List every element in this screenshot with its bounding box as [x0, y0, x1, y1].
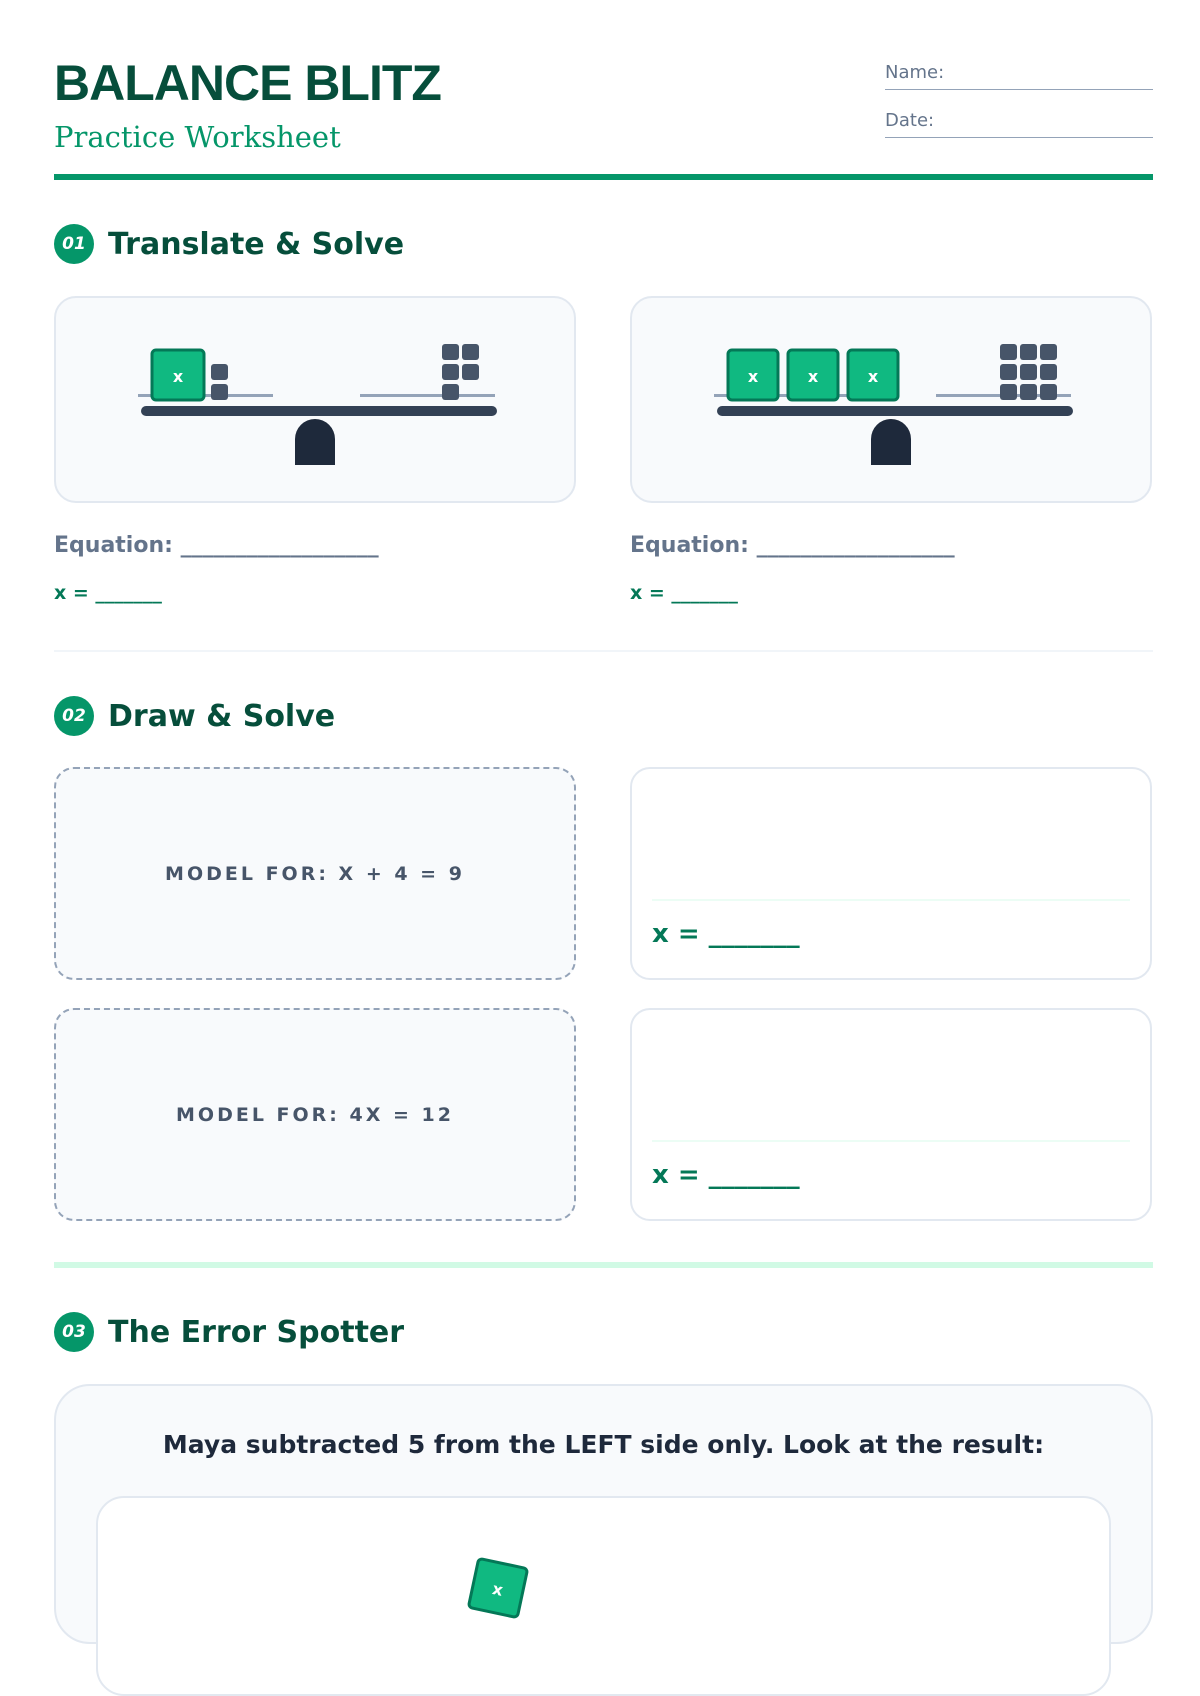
section-number-badge: 02 [54, 696, 94, 736]
answer-box-1[interactable]: x = _______ [630, 767, 1152, 980]
x-tile: x [786, 348, 840, 402]
page-title: BALANCE BLITZ [54, 55, 442, 111]
unit-block [211, 364, 228, 380]
beam [717, 406, 1073, 416]
date-field[interactable]: Date: [885, 110, 1153, 138]
section-divider [54, 650, 1153, 652]
section-title: The Error Spotter [108, 1314, 405, 1350]
unit-block [442, 344, 459, 360]
section-number-badge: 01 [54, 224, 94, 264]
svg-text:x: x [868, 367, 879, 386]
beam [141, 406, 497, 416]
section-3-heading: 03 The Error Spotter [54, 1312, 404, 1352]
answer-blank-1[interactable]: x = _______ [54, 582, 162, 604]
header-rule [54, 174, 1153, 180]
model-drawing-area-1[interactable]: MODEL FOR: X + 4 = 9 [54, 767, 576, 980]
svg-text:x: x [808, 367, 819, 386]
equation-blank-2[interactable]: Equation: __________________ [630, 533, 955, 558]
answer-divider [652, 1140, 1130, 1142]
unit-block [442, 384, 459, 400]
section-2-heading: 02 Draw & Solve [54, 696, 335, 736]
answer-blank[interactable]: x = _______ [652, 1160, 800, 1190]
error-prompt: Maya subtracted 5 from the LEFT side onl… [162, 1430, 1045, 1459]
date-label: Date: [885, 110, 935, 131]
answer-blank[interactable]: x = _______ [652, 919, 800, 949]
fulcrum [871, 419, 911, 465]
answer-blank-2[interactable]: x = _______ [630, 582, 738, 604]
right-pan [360, 394, 495, 397]
section-number-badge: 03 [54, 1312, 94, 1352]
section-title: Translate & Solve [108, 226, 405, 262]
name-label: Name: [885, 62, 945, 83]
answer-divider [652, 899, 1130, 901]
svg-text:x: x [491, 1579, 506, 1600]
section-title: Draw & Solve [108, 698, 336, 734]
name-field[interactable]: Name: [885, 62, 1153, 90]
balance-scale-1: x [138, 344, 497, 465]
unit-block [462, 364, 479, 380]
section-1-heading: 01 Translate & Solve [54, 224, 404, 264]
x-tile [150, 348, 206, 402]
balance-card-2: x x x [630, 296, 1152, 503]
model-label: MODEL FOR: 4X = 12 [176, 1103, 454, 1126]
left-pan [714, 394, 849, 397]
unit-blocks [1000, 344, 1057, 400]
answer-box-2[interactable]: x = _______ [630, 1008, 1152, 1221]
error-balance-panel: x [96, 1496, 1111, 1696]
equation-blank-1[interactable]: Equation: __________________ [54, 533, 379, 558]
error-spotter-card: Maya subtracted 5 from the LEFT side onl… [54, 1384, 1153, 1696]
unit-block [462, 344, 479, 360]
tilted-x-tile: x [467, 1557, 529, 1619]
balance-scale-2: x x x [714, 344, 1073, 465]
svg-text:x: x [748, 367, 759, 386]
model-label: MODEL FOR: X + 4 = 9 [165, 862, 465, 885]
x-tile: x [846, 348, 900, 402]
x-tile-label: x [173, 367, 184, 386]
balance-card-1: x [54, 296, 576, 503]
fulcrum [295, 419, 335, 465]
unit-block [442, 364, 459, 380]
page-subtitle: Practice Worksheet [54, 120, 341, 154]
unit-block [211, 384, 228, 400]
x-tile: x [726, 348, 780, 402]
model-drawing-area-2[interactable]: MODEL FOR: 4X = 12 [54, 1008, 576, 1221]
section-divider [54, 1262, 1153, 1268]
